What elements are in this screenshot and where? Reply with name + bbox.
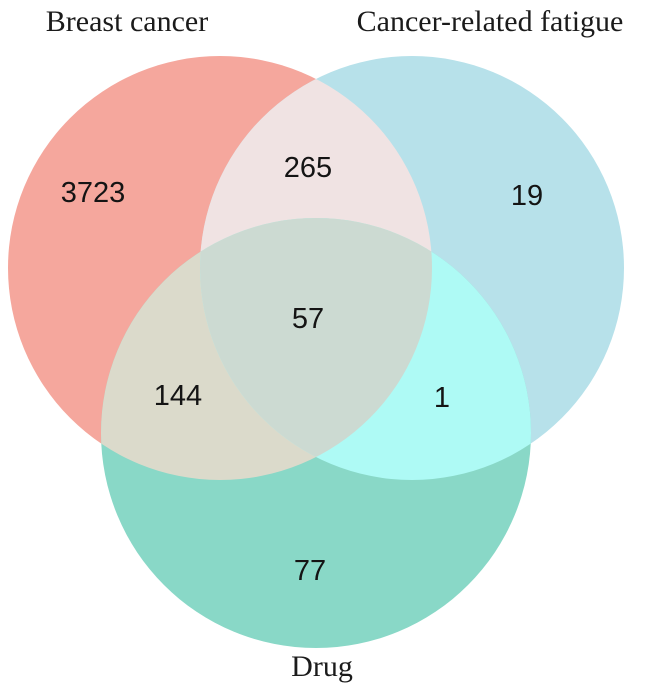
- count-drug-only: 77: [294, 555, 326, 587]
- drug-title: Drug: [291, 650, 353, 683]
- count-fatigue-only: 19: [511, 180, 543, 212]
- count-breastcancer-drug: 144: [154, 380, 202, 412]
- breast-cancer-title: Breast cancer: [46, 5, 208, 38]
- overlap-center-region: [200, 218, 432, 480]
- count-fatigue-drug: 1: [434, 382, 450, 414]
- count-breast-cancer-only: 3723: [61, 177, 126, 209]
- count-breastcancer-fatigue: 265: [284, 152, 332, 184]
- count-all-three: 57: [292, 303, 324, 335]
- cancer-related-fatigue-title: Cancer-related fatigue: [357, 5, 624, 38]
